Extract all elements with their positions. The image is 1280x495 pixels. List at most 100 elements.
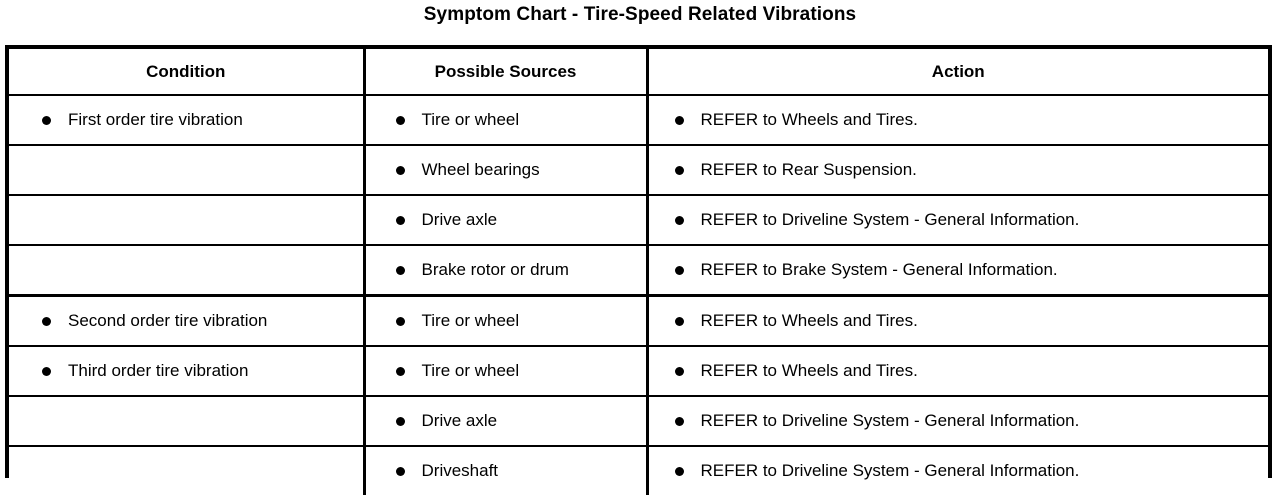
cell-condition xyxy=(9,145,366,196)
cell-condition: Second order tire vibration xyxy=(9,295,366,347)
source-label: Tire or wheel xyxy=(421,110,520,129)
source-bullet-item: Drive axle xyxy=(366,411,646,431)
condition-label: Second order tire vibration xyxy=(68,311,268,330)
cell-action: REFER to Wheels and Tires. xyxy=(647,346,1269,397)
action-bullet-item: REFER to Driveline System - General Info… xyxy=(649,210,1269,230)
source-bullet-item: Drive axle xyxy=(366,210,646,230)
cell-condition: First order tire vibration xyxy=(9,95,366,146)
bullet-dot-icon xyxy=(395,416,405,426)
bullet-dot-icon xyxy=(42,366,51,376)
cell-action: REFER to Wheels and Tires. xyxy=(647,95,1269,146)
bullet-dot-icon xyxy=(42,316,51,326)
symptom-chart-page: Symptom Chart - Tire-Speed Related Vibra… xyxy=(5,4,1272,495)
bullet-dot-icon xyxy=(674,115,684,125)
action-bullet-item: REFER to Wheels and Tires. xyxy=(649,110,1269,130)
action-label: REFER to Driveline System - General Info… xyxy=(700,210,1080,229)
bullet-dot-icon xyxy=(395,165,405,175)
cell-possible-sources: Driveshaft xyxy=(364,446,649,495)
symptom-table: Condition Possible Sources Action First … xyxy=(9,49,1268,495)
action-bullet-item: REFER to Brake System - General Informat… xyxy=(649,260,1269,280)
action-bullet-item: REFER to Driveline System - General Info… xyxy=(649,461,1269,481)
cell-action: REFER to Brake System - General Informat… xyxy=(647,245,1269,297)
source-bullet-item: Tire or wheel xyxy=(366,311,646,331)
action-bullet-item: REFER to Driveline System - General Info… xyxy=(649,411,1269,431)
table-row: First order tire vibration Tire or wheel… xyxy=(9,95,1269,146)
cell-condition: Third order tire vibration xyxy=(9,346,366,397)
source-bullet-item: Tire or wheel xyxy=(366,110,646,130)
source-bullet-item: Driveshaft xyxy=(366,461,646,481)
cell-possible-sources: Tire or wheel xyxy=(364,346,649,397)
cell-possible-sources: Drive axle xyxy=(364,195,649,246)
bullet-dot-icon xyxy=(395,366,405,376)
source-label: Brake rotor or drum xyxy=(421,260,569,279)
bullet-dot-icon xyxy=(674,366,684,376)
source-label: Tire or wheel xyxy=(421,311,520,330)
table-row: Drive axle REFER to Driveline System - G… xyxy=(9,195,1269,246)
bullet-dot-icon xyxy=(395,466,405,476)
cell-action: REFER to Driveline System - General Info… xyxy=(647,195,1269,246)
action-label: REFER to Wheels and Tires. xyxy=(700,311,918,330)
cell-possible-sources: Tire or wheel xyxy=(364,95,649,146)
table-row: Drive axle REFER to Driveline System - G… xyxy=(9,396,1269,447)
cell-condition xyxy=(9,195,366,246)
cell-condition xyxy=(9,245,366,297)
column-header-possible-sources: Possible Sources xyxy=(364,49,649,96)
empty-condition-cell xyxy=(9,146,363,194)
empty-condition-cell xyxy=(9,246,363,294)
bullet-dot-icon xyxy=(674,416,684,426)
source-label: Drive axle xyxy=(421,411,498,430)
page-title: Symptom Chart - Tire-Speed Related Vibra… xyxy=(423,4,857,25)
bullet-dot-icon xyxy=(674,215,684,225)
source-bullet-item: Wheel bearings xyxy=(366,160,646,180)
cell-action: REFER to Wheels and Tires. xyxy=(647,295,1269,347)
action-label: REFER to Brake System - General Informat… xyxy=(700,260,1058,279)
symptom-table-container: Condition Possible Sources Action First … xyxy=(5,45,1272,495)
bullet-dot-icon xyxy=(395,316,405,326)
table-row: Driveshaft REFER to Driveline System - G… xyxy=(9,446,1268,495)
cell-action: REFER to Rear Suspension. xyxy=(647,145,1269,196)
table-header-row: Condition Possible Sources Action xyxy=(9,49,1268,96)
bullet-dot-icon xyxy=(674,466,684,476)
table-row: Brake rotor or drum REFER to Brake Syste… xyxy=(9,245,1269,297)
table-row: Second order tire vibration Tire or whee… xyxy=(9,295,1269,347)
action-label: REFER to Wheels and Tires. xyxy=(700,361,918,380)
source-bullet-item: Brake rotor or drum xyxy=(366,260,646,280)
action-label: REFER to Rear Suspension. xyxy=(700,160,917,179)
empty-condition-cell xyxy=(9,196,363,244)
column-header-condition: Condition xyxy=(9,49,366,96)
condition-label: First order tire vibration xyxy=(68,110,243,129)
condition-bullet-item: Second order tire vibration xyxy=(9,311,363,331)
cell-possible-sources: Wheel bearings xyxy=(364,145,649,196)
condition-label: Third order tire vibration xyxy=(68,361,249,380)
source-label: Driveshaft xyxy=(421,461,499,480)
bullet-dot-icon xyxy=(674,165,684,175)
action-bullet-item: REFER to Wheels and Tires. xyxy=(649,311,1269,331)
bullet-dot-icon xyxy=(42,115,51,125)
cell-possible-sources: Brake rotor or drum xyxy=(364,245,649,297)
cell-action: REFER to Driveline System - General Info… xyxy=(647,446,1268,495)
table-row: Third order tire vibration Tire or wheel… xyxy=(9,346,1269,397)
cell-possible-sources: Tire or wheel xyxy=(364,295,649,347)
empty-condition-cell xyxy=(9,447,363,495)
bullet-dot-icon xyxy=(395,115,405,125)
action-label: REFER to Wheels and Tires. xyxy=(700,110,918,129)
cell-action: REFER to Driveline System - General Info… xyxy=(647,396,1269,447)
condition-bullet-item: First order tire vibration xyxy=(9,110,363,130)
action-label: REFER to Driveline System - General Info… xyxy=(700,411,1080,430)
source-label: Tire or wheel xyxy=(421,361,520,380)
condition-bullet-item: Third order tire vibration xyxy=(9,361,363,381)
empty-condition-cell xyxy=(9,397,363,445)
table-row: Wheel bearings REFER to Rear Suspension. xyxy=(9,145,1269,196)
action-bullet-item: REFER to Rear Suspension. xyxy=(649,160,1269,180)
bullet-dot-icon xyxy=(674,265,684,275)
source-bullet-item: Tire or wheel xyxy=(366,361,646,381)
action-bullet-item: REFER to Wheels and Tires. xyxy=(649,361,1269,381)
column-header-action: Action xyxy=(647,49,1268,96)
cell-condition xyxy=(9,446,366,495)
cell-possible-sources: Drive axle xyxy=(364,396,649,447)
cell-condition xyxy=(9,396,366,447)
bullet-dot-icon xyxy=(395,215,405,225)
action-label: REFER to Driveline System - General Info… xyxy=(700,461,1080,480)
bullet-dot-icon xyxy=(395,265,405,275)
source-label: Wheel bearings xyxy=(421,160,540,179)
